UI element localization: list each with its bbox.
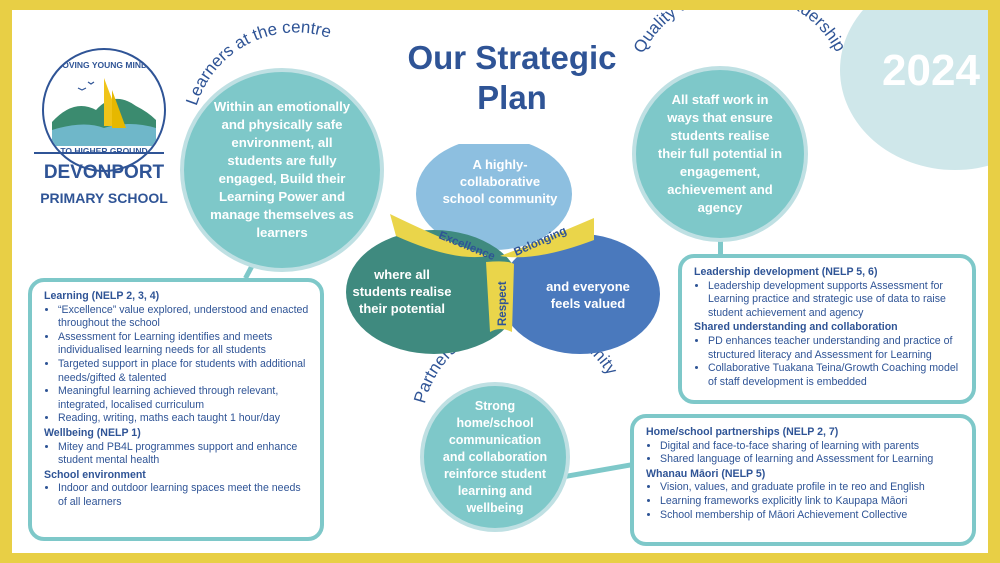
- environment-heading: School environment: [44, 468, 146, 481]
- whanau-list: Vision, values, and graduate profile in …: [646, 481, 962, 522]
- wellbeing-list: Mitey and PB4L programmes support and en…: [44, 441, 310, 468]
- teaching-circle: All staff work in ways that ensure stude…: [632, 66, 808, 242]
- list-item: School membership of Māori Achievement C…: [660, 509, 962, 523]
- logo-artwork: [52, 78, 156, 146]
- list-item: Mitey and PB4L programmes support and en…: [58, 441, 310, 468]
- school-logo: MOVING YOUNG MINDS TO HIGHER GROUND: [42, 48, 166, 172]
- learners-circle: Within an emotionally and physically saf…: [180, 68, 384, 272]
- list-item: Vision, values, and graduate profile in …: [660, 481, 962, 495]
- leadership-panel: Leadership development (NELP 5, 6) Leade…: [678, 254, 976, 404]
- home-school-heading: Home/school partnerships (NELP 2, 7): [646, 426, 839, 438]
- values-venn-diagram: Excellence Belonging Respect: [346, 144, 660, 354]
- school-subtitle: PRIMARY SCHOOL: [40, 190, 168, 206]
- leadership-list: Leadership development supports Assessme…: [694, 280, 962, 321]
- venn-top-lobe: [416, 144, 572, 250]
- home-school-list: Digital and face-to-face sharing of lear…: [646, 440, 962, 467]
- school-name-rule-top: [34, 152, 164, 154]
- teaching-text: All staff work in ways that ensure stude…: [657, 92, 783, 215]
- list-item: Learning frameworks explicitly link to K…: [660, 495, 962, 509]
- partnership-circle: Strong home/school communication and col…: [420, 382, 570, 532]
- year-label: 2024: [882, 46, 980, 95]
- list-item: Targeted support in place for students w…: [58, 358, 310, 385]
- value-respect: Respect: [497, 281, 509, 326]
- learners-text: Within an emotionally and physically saf…: [210, 99, 354, 240]
- logo-top-text: MOVING YOUNG MINDS: [55, 60, 153, 70]
- environment-list: Indoor and outdoor learning spaces meet …: [44, 482, 310, 509]
- partnership-text: Strong home/school communication and col…: [442, 398, 548, 515]
- learning-heading: Learning (NELP 2, 3, 4): [44, 290, 160, 302]
- whanau-heading: Whanau Māori (NELP 5): [646, 467, 766, 480]
- connector-teaching: [718, 230, 723, 256]
- collaboration-list: PD enhances teacher understanding and pr…: [694, 335, 962, 389]
- list-item: PD enhances teacher understanding and pr…: [708, 335, 962, 362]
- venn-left-text: where all students realise their potenti…: [352, 267, 452, 316]
- list-item: Indoor and outdoor learning spaces meet …: [58, 482, 310, 509]
- venn-left-lobe: [346, 230, 522, 354]
- list-item: Assessment for Learning identifies and m…: [58, 331, 310, 358]
- list-item: Meaningful learning achieved through rel…: [58, 385, 310, 412]
- list-item: Collaborative Tuakana Teina/Growth Coach…: [708, 362, 962, 389]
- ribbon-belonging: [500, 218, 594, 258]
- logo-bottom-text: TO HIGHER GROUND: [60, 146, 148, 156]
- collaboration-heading: Shared understanding and collaboration: [694, 321, 898, 334]
- learning-panel: Learning (NELP 2, 3, 4) “Excellence” val…: [28, 278, 324, 541]
- arc-label-teaching: Quality teaching and leadership: [630, 10, 850, 56]
- learning-list: “Excellence” value explored, understood …: [44, 304, 310, 426]
- list-item: Leadership development supports Assessme…: [708, 280, 962, 321]
- list-item: Reading, writing, maths each taught 1 ho…: [58, 412, 310, 426]
- partnership-panel: Home/school partnerships (NELP 2, 7) Dig…: [630, 414, 976, 546]
- ribbon-excellence: [390, 214, 488, 258]
- ribbon-respect: [486, 261, 514, 332]
- wellbeing-heading: Wellbeing (NELP 1): [44, 426, 141, 439]
- list-item: “Excellence” value explored, understood …: [58, 304, 310, 331]
- page-title: Our Strategic Plan: [407, 39, 617, 116]
- school-name: DEVONPORT: [43, 162, 165, 183]
- list-item: Digital and face-to-face sharing of lear…: [660, 440, 962, 454]
- venn-right-text: and everyone feels valued: [546, 279, 630, 311]
- venn-top-text: A highly-collaborative school community: [442, 157, 558, 206]
- leadership-heading: Leadership development (NELP 5, 6): [694, 266, 878, 278]
- poster-canvas: 2024 Our Strategic Plan MOVING YOUNG MIN…: [12, 10, 988, 553]
- venn-right-lobe: [500, 234, 660, 354]
- list-item: Shared language of learning and Assessme…: [660, 453, 962, 467]
